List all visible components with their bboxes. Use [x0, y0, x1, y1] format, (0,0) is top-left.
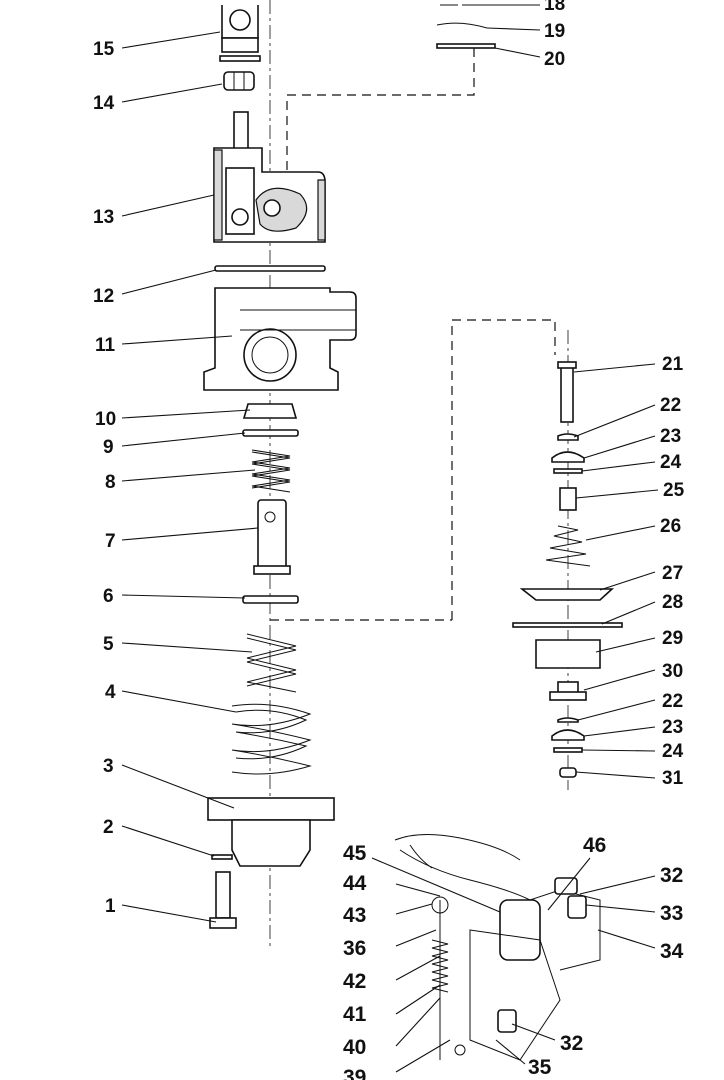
label-31: 31: [662, 768, 684, 789]
labels-photo-right: 46 32 33 34 32 35: [528, 834, 684, 1079]
part-8-spring: [251, 449, 291, 493]
part-22b-cone: [557, 717, 579, 723]
label-12: 12: [93, 286, 114, 307]
part-3-base: [207, 797, 335, 867]
label-32: 32: [660, 864, 683, 887]
label-43: 43: [343, 904, 366, 927]
part-10-seat: [242, 403, 298, 419]
label-40: 40: [343, 1036, 366, 1059]
label-24b: 24: [662, 741, 684, 762]
part-23b-cap: [551, 729, 585, 741]
label-11: 11: [95, 335, 116, 356]
part-31-nut: [559, 767, 577, 778]
part-26-cone-spring: [545, 525, 591, 567]
label-13: 13: [93, 207, 114, 228]
label-21: 21: [662, 354, 684, 375]
label-4: 4: [105, 682, 116, 703]
label-20: 20: [544, 49, 565, 70]
part-2-pin: [211, 854, 233, 860]
part-12-gasket: [214, 265, 326, 272]
connector-top: [286, 48, 475, 180]
label-8: 8: [105, 472, 116, 493]
label-23b: 23: [662, 717, 683, 738]
connector-right: [451, 319, 556, 620]
part-5-spring: [246, 633, 297, 693]
label-24: 24: [660, 452, 682, 473]
part-28-gasket: [512, 622, 623, 628]
label-18: 18: [544, 0, 565, 15]
label-34: 34: [660, 940, 684, 963]
part-23-cap: [551, 451, 585, 463]
label-22b: 22: [662, 691, 683, 712]
label-35: 35: [528, 1056, 552, 1079]
label-32b: 32: [560, 1032, 583, 1055]
part-29-cup: [535, 639, 601, 669]
part-27-diaphragm: [519, 588, 615, 601]
label-1: 1: [105, 896, 116, 917]
label-22: 22: [660, 395, 681, 416]
leaders-photo: [371, 857, 656, 1073]
label-44: 44: [343, 872, 367, 895]
label-26: 26: [660, 516, 681, 537]
part-24b-ring: [553, 747, 583, 753]
label-27: 27: [662, 563, 683, 584]
part-25-sleeve: [559, 487, 577, 511]
label-30: 30: [662, 661, 683, 682]
label-10: 10: [95, 409, 116, 430]
assembly-photo: [394, 833, 601, 1061]
part-22-cone: [557, 433, 579, 441]
label-29: 29: [662, 628, 683, 649]
leaders-left: [121, 31, 259, 923]
label-3: 3: [103, 756, 114, 777]
label-19: 19: [544, 21, 565, 42]
part-7-plunger: [253, 499, 291, 575]
labels-photo-left: 45 44 43 36 42 41 40 39: [343, 842, 367, 1080]
label-46: 46: [583, 834, 606, 857]
part-24-ring: [553, 468, 583, 474]
label-14: 14: [93, 93, 115, 114]
label-7: 7: [105, 531, 116, 552]
label-15: 15: [93, 39, 115, 60]
label-28: 28: [662, 592, 683, 613]
label-33: 33: [660, 902, 683, 925]
label-42: 42: [343, 970, 366, 993]
part-30-cap: [549, 681, 587, 701]
label-5: 5: [103, 634, 114, 655]
label-41: 41: [343, 1003, 367, 1026]
part-9-washer: [242, 429, 299, 437]
part-1-bolt: [209, 871, 237, 929]
part-14-nut: [223, 71, 255, 91]
label-9: 9: [103, 437, 114, 458]
part-4-large-spring: [231, 703, 312, 775]
label-23: 23: [660, 426, 681, 447]
labels-left: 15 14 13 12 11 10 9 8 7 6 5 4 3 2 1: [93, 39, 116, 917]
label-25: 25: [663, 480, 685, 501]
labels-top-right: 18 19 20: [544, 0, 565, 70]
label-36: 36: [343, 937, 366, 960]
leaders-right: [462, 4, 659, 779]
label-6: 6: [103, 586, 114, 607]
label-2: 2: [103, 817, 114, 838]
part-11-body: [203, 287, 357, 391]
label-45: 45: [343, 842, 367, 865]
labels-right: 21 22 23 24 25 26 27 28 29 30 22 23 24 3…: [660, 354, 685, 789]
label-39: 39: [343, 1066, 366, 1080]
part-21-stem: [557, 361, 577, 423]
part-13-upper-housing: [213, 111, 326, 243]
part-6-washer: [242, 595, 299, 604]
part-15-eye-fitting: [219, 5, 261, 62]
part-18-19-20: [436, 4, 496, 49]
